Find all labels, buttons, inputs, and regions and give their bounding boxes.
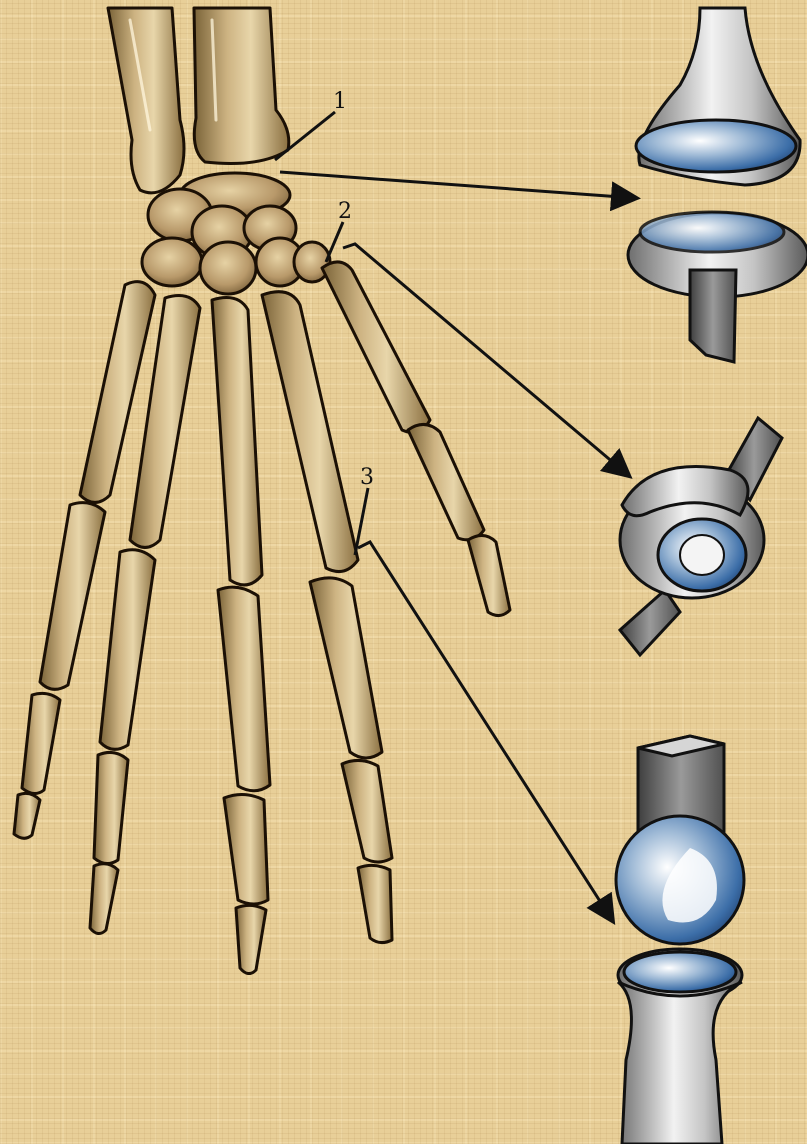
saddle-joint-model	[620, 418, 782, 655]
hinge-cartilage-lower	[640, 212, 784, 252]
leader-line-2	[326, 222, 343, 262]
label-1: 1	[333, 89, 347, 114]
hinge-joint-model	[628, 8, 807, 362]
socket-cartilage	[624, 952, 736, 992]
radius-bone	[194, 8, 289, 164]
hinge-cartilage-upper	[636, 120, 796, 172]
hand-skeleton	[14, 8, 510, 974]
carpal-bones	[142, 173, 330, 294]
finger-bones	[14, 262, 510, 974]
arrow-1	[280, 172, 635, 198]
ball-and-socket-joint-model	[616, 736, 744, 1144]
label-3: 3	[360, 465, 374, 490]
label-2: 2	[338, 199, 352, 224]
